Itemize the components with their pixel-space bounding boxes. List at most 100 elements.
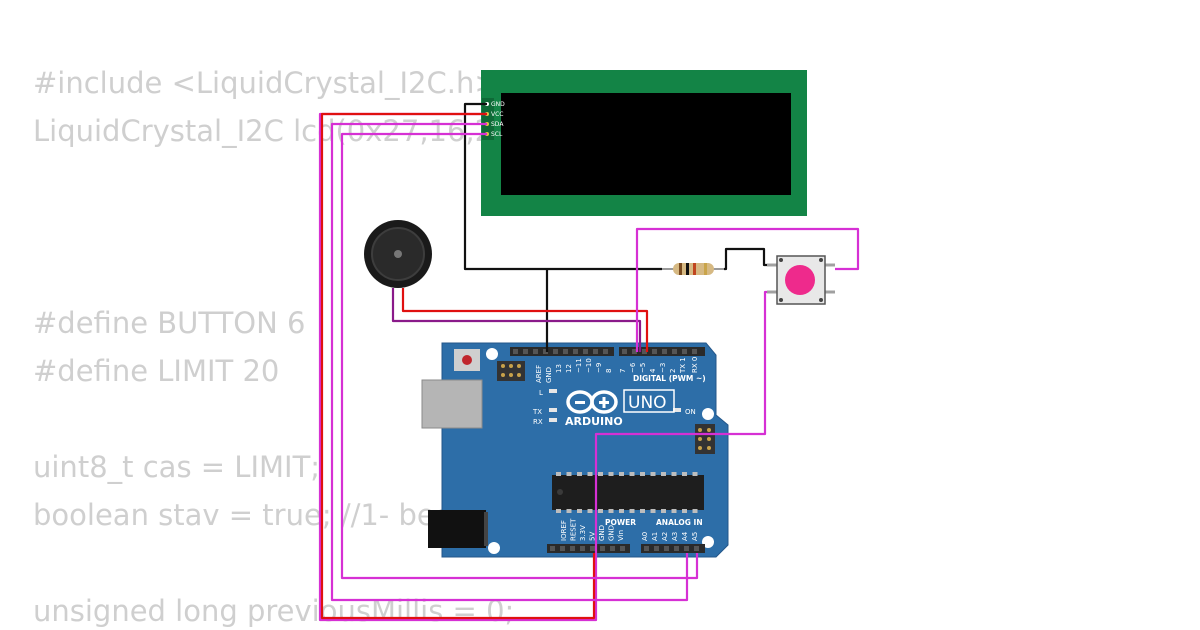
header-pin[interactable] — [674, 546, 679, 551]
header-pin[interactable] — [603, 349, 608, 354]
code-line: #define LIMIT 20 — [33, 354, 280, 388]
usb-connector — [421, 379, 483, 429]
header-pin[interactable] — [533, 349, 538, 354]
power-pin-label: RESET — [570, 518, 578, 541]
header-pin[interactable] — [590, 546, 595, 551]
chip-leg — [682, 509, 687, 513]
header-pin[interactable] — [610, 546, 615, 551]
resistor[interactable] — [662, 263, 724, 275]
chip-leg — [650, 509, 656, 513]
header-pin[interactable] — [642, 349, 647, 354]
lcd-module[interactable]: GND VCC SDA SCL — [481, 70, 807, 216]
led-tx-label: TX — [532, 408, 542, 416]
header-pin[interactable] — [620, 546, 625, 551]
arduino-infinity-logo-icon — [566, 390, 618, 414]
digital-pin-dots — [513, 349, 697, 354]
wire-resistor-button[interactable] — [724, 247, 767, 271]
wire-gnd-lcd[interactable] — [463, 102, 547, 271]
digital-pin-label: 7 — [619, 369, 627, 373]
header-pin[interactable] — [664, 546, 669, 551]
wire-button-5v[interactable] — [318, 112, 767, 622]
chip-leg — [556, 509, 561, 513]
pushbutton[interactable] — [767, 255, 835, 305]
header-pin[interactable] — [600, 546, 605, 551]
wires — [318, 102, 860, 622]
analog-pin-label: A5 — [691, 532, 699, 541]
chip-leg — [608, 472, 614, 476]
header-pin[interactable] — [553, 349, 558, 354]
header-pin[interactable] — [563, 349, 568, 354]
led-rx — [549, 418, 557, 422]
header-pin[interactable] — [550, 546, 555, 551]
header-pin[interactable] — [580, 546, 585, 551]
chip-leg — [566, 472, 572, 476]
header-pin[interactable] — [692, 349, 697, 354]
chip-leg — [629, 509, 635, 513]
header-pin[interactable] — [644, 546, 649, 551]
digital-pin-label: ~9 — [595, 363, 603, 373]
led-tx — [549, 408, 557, 412]
header-pin[interactable] — [513, 349, 518, 354]
digital-header-label: DIGITAL (PWM ~) — [633, 374, 706, 383]
dc-power-jack — [428, 510, 486, 548]
header-pin[interactable] — [523, 349, 528, 354]
digital-pin-label: 13 — [555, 364, 563, 373]
pushbutton-cap[interactable] — [785, 265, 815, 295]
header-pin[interactable] — [593, 349, 598, 354]
analog-header — [641, 544, 705, 553]
icsp-header-right — [695, 424, 715, 454]
code-line: LiquidCrystal_I2C lcd(0x27,16,2); — [33, 114, 515, 148]
buzzer[interactable] — [364, 220, 432, 288]
header-pin[interactable] — [560, 546, 565, 551]
header-pin[interactable] — [570, 546, 575, 551]
analog-pin-label: A4 — [681, 531, 689, 541]
power-pin-label: GND — [608, 525, 616, 541]
header-pin[interactable] — [652, 349, 657, 354]
chip-leg — [598, 509, 603, 513]
chip-leg — [692, 509, 698, 513]
header-pin[interactable] — [672, 349, 677, 354]
digital-header-left — [510, 347, 614, 356]
lcd-pin-label-scl: SCL — [491, 131, 503, 138]
code-line: unsigned long previousMillis = 0; — [33, 594, 515, 628]
header-pin[interactable] — [622, 349, 627, 354]
power-header-label: POWER — [605, 518, 636, 527]
wire-lcd-vcc[interactable] — [320, 112, 596, 620]
header-pin[interactable] — [654, 546, 659, 551]
power-pin-label: Vin — [617, 530, 625, 541]
digital-pin-label: 8 — [605, 369, 613, 373]
led-l-label: L — [539, 389, 543, 397]
chip-leg — [629, 472, 635, 476]
led-rx-label: RX — [533, 418, 543, 426]
digital-pin-label: ~6 — [629, 362, 637, 373]
wire-button-pin6[interactable] — [635, 227, 860, 352]
wire-buzzer-gnd[interactable] — [391, 288, 642, 352]
analog-header-label: ANALOG IN — [656, 518, 703, 527]
aref-label: AREF — [535, 365, 543, 383]
header-pin[interactable] — [662, 349, 667, 354]
header-pin[interactable] — [573, 349, 578, 354]
wire-lcd-sda[interactable] — [330, 122, 689, 602]
chip-leg — [692, 472, 698, 476]
header-pin[interactable] — [543, 349, 548, 354]
chip-leg — [640, 509, 645, 513]
chip-leg — [661, 509, 666, 513]
wire-lcd-scl[interactable] — [340, 132, 699, 580]
header-pin[interactable] — [684, 546, 689, 551]
chip-leg — [587, 472, 593, 476]
uno-label-box — [623, 389, 675, 413]
wire-buzzer-pin5[interactable] — [401, 288, 649, 352]
lcd-pin-label-gnd: GND — [491, 101, 505, 108]
power-header — [547, 544, 630, 553]
header-pin[interactable] — [694, 546, 699, 551]
chip-leg — [598, 472, 603, 476]
header-pin[interactable] — [632, 349, 637, 354]
analog-pin-label: A2 — [661, 532, 669, 541]
header-pin[interactable] — [583, 349, 588, 354]
power-pin-label: 5V — [589, 532, 597, 541]
digital-pin-label: 12 — [565, 364, 573, 373]
header-pin[interactable] — [682, 349, 687, 354]
